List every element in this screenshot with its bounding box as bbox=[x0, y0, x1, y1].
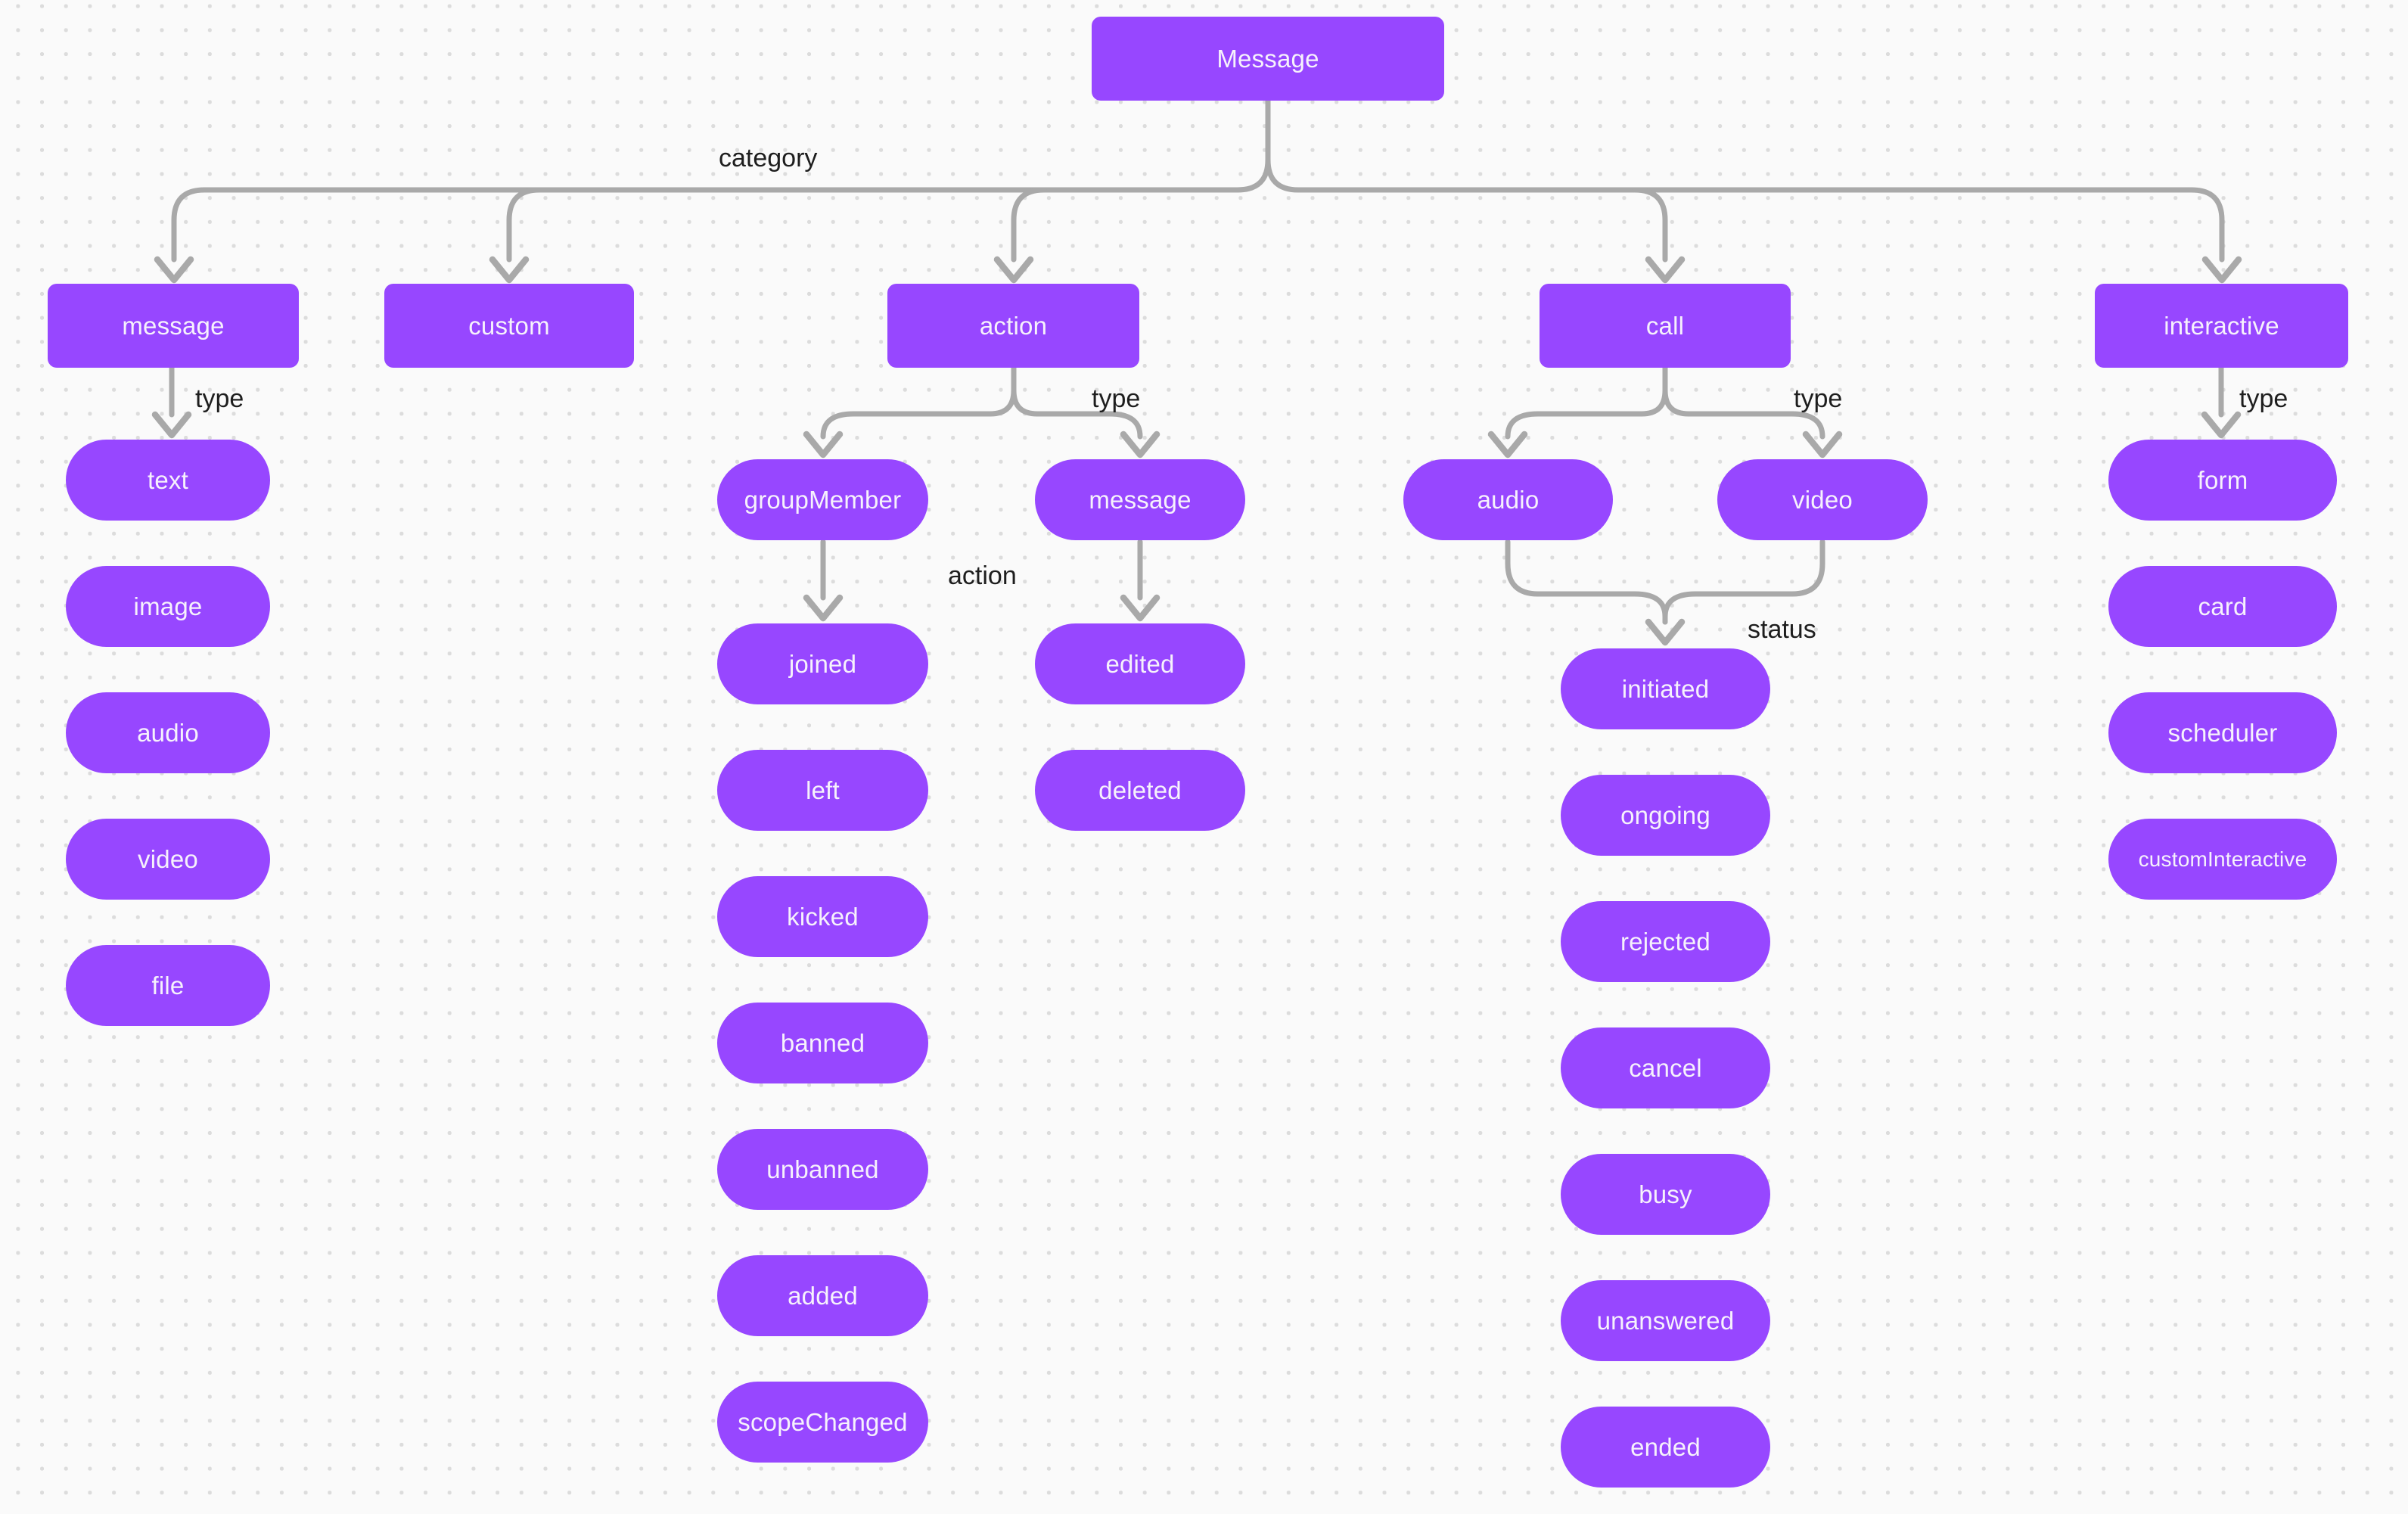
node-groupmember-action-added[interactable]: added bbox=[717, 1255, 928, 1336]
edge-audio-to-initiated bbox=[1505, 539, 1668, 625]
node-groupmember-action-kicked[interactable]: kicked bbox=[717, 876, 928, 957]
node-call-status-initiated[interactable]: initiated bbox=[1561, 648, 1770, 729]
edge-call-to-audio bbox=[1487, 365, 1668, 459]
edge-label-type-message: type bbox=[195, 384, 244, 413]
edge-groupmember-to-joined bbox=[803, 539, 844, 622]
node-interactive-type-form[interactable]: form bbox=[2108, 440, 2337, 521]
node-call-status-cancel[interactable]: cancel bbox=[1561, 1027, 1770, 1108]
node-category-message[interactable]: message bbox=[48, 284, 299, 368]
edge-root-to-category-call bbox=[1632, 187, 1686, 284]
node-interactive-type-scheduler[interactable]: scheduler bbox=[2108, 692, 2337, 773]
node-groupmember-action-unbanned[interactable]: unbanned bbox=[717, 1129, 928, 1210]
node-category-call[interactable]: call bbox=[1540, 284, 1791, 368]
edge-root-to-category-custom bbox=[489, 187, 542, 284]
node-root-message[interactable]: Message bbox=[1092, 17, 1444, 101]
node-call-status-busy[interactable]: busy bbox=[1561, 1154, 1770, 1235]
node-action-type-message[interactable]: message bbox=[1035, 459, 1245, 540]
node-message-type-video[interactable]: video bbox=[66, 819, 270, 900]
edge-label-type-interactive: type bbox=[2239, 384, 2288, 413]
edge-message-to-text bbox=[151, 365, 192, 439]
edge-actionmessage-to-edited bbox=[1120, 539, 1161, 622]
node-call-status-ongoing[interactable]: ongoing bbox=[1561, 775, 1770, 856]
node-groupmember-action-joined[interactable]: joined bbox=[717, 623, 928, 704]
node-call-type-audio[interactable]: audio bbox=[1403, 459, 1613, 540]
node-action-type-groupmember[interactable]: groupMember bbox=[717, 459, 928, 540]
node-groupmember-action-scopechanged[interactable]: scopeChanged bbox=[717, 1382, 928, 1463]
node-groupmember-action-banned[interactable]: banned bbox=[717, 1003, 928, 1083]
node-message-action-deleted[interactable]: deleted bbox=[1035, 750, 1245, 831]
node-call-status-unanswered[interactable]: unanswered bbox=[1561, 1280, 1770, 1361]
node-message-type-file[interactable]: file bbox=[66, 945, 270, 1026]
node-call-status-ended[interactable]: ended bbox=[1561, 1407, 1770, 1488]
node-message-action-edited[interactable]: edited bbox=[1035, 623, 1245, 704]
node-category-interactive[interactable]: interactive bbox=[2095, 284, 2348, 368]
edge-label-status: status bbox=[1748, 615, 1816, 644]
node-groupmember-action-left[interactable]: left bbox=[717, 750, 928, 831]
node-message-type-audio[interactable]: audio bbox=[66, 692, 270, 773]
edge-action-to-groupmember bbox=[803, 365, 1017, 459]
node-call-status-rejected[interactable]: rejected bbox=[1561, 901, 1770, 982]
node-interactive-type-card[interactable]: card bbox=[2108, 566, 2337, 647]
node-message-type-image[interactable]: image bbox=[66, 566, 270, 647]
node-message-type-text[interactable]: text bbox=[66, 440, 270, 521]
edge-label-category: category bbox=[719, 144, 818, 173]
node-call-type-video[interactable]: video bbox=[1717, 459, 1928, 540]
edge-label-type-call: type bbox=[1794, 384, 1843, 413]
edge-label-type-action: type bbox=[1092, 384, 1141, 413]
edge-root-to-category-interactive bbox=[1265, 98, 2242, 284]
node-category-action[interactable]: action bbox=[887, 284, 1139, 368]
node-category-custom[interactable]: custom bbox=[384, 284, 634, 368]
edge-root-to-category-action bbox=[993, 187, 1047, 284]
edge-root-to-category-message bbox=[154, 98, 1271, 284]
edge-label-action: action bbox=[948, 561, 1017, 590]
edge-interactive-to-form bbox=[2201, 365, 2242, 439]
node-interactive-type-custominteractive[interactable]: customInteractive bbox=[2108, 819, 2337, 900]
